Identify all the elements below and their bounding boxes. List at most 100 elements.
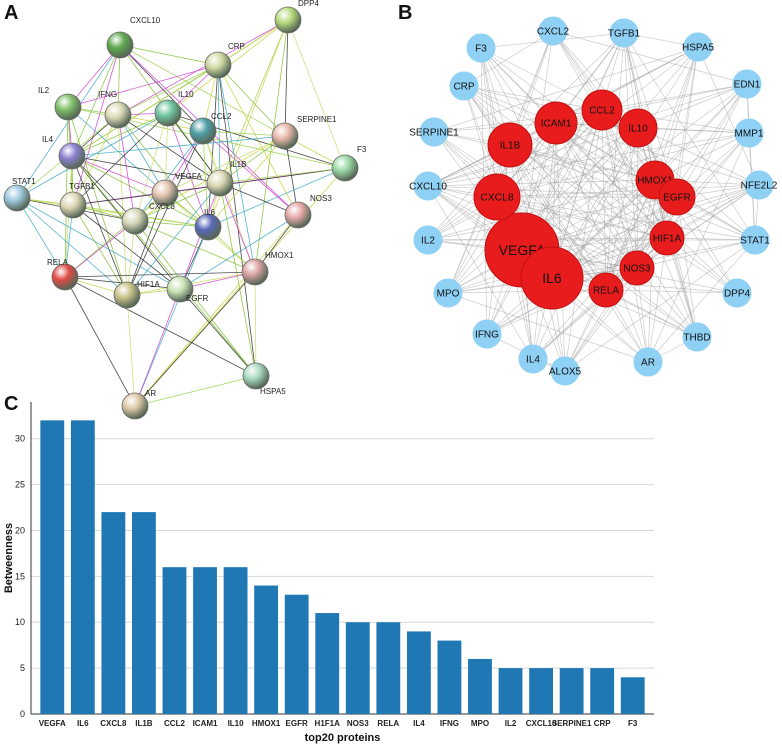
network-edge: [433, 46, 699, 133]
outer-node-label: IL2: [421, 236, 435, 247]
hub-node-label: HMOX1: [637, 176, 673, 187]
network-edge: [623, 32, 756, 241]
network-edge: [447, 292, 649, 363]
outer-node-label: TGFB1: [608, 29, 641, 40]
outer-node-label: IL4: [526, 355, 540, 366]
bar: [193, 567, 217, 714]
protein-node: [204, 51, 232, 79]
network-edge: [72, 112, 169, 206]
network-edge: [117, 114, 209, 228]
network-edge: [164, 135, 286, 194]
protein-node: [151, 179, 179, 207]
network-edge: [207, 64, 219, 228]
hub-node: [534, 101, 578, 145]
network-edge: [71, 155, 221, 184]
network-edge: [447, 144, 511, 294]
network-edge: [119, 44, 219, 66]
protein-node: [194, 213, 222, 241]
hub-node-label: IL1B: [500, 141, 521, 152]
bar: [101, 512, 126, 714]
hub-node-label: ICAM1: [541, 119, 572, 130]
network-edge: [202, 130, 209, 228]
y-tick-label: 25: [15, 480, 25, 490]
network-edge: [134, 220, 257, 377]
protein-node-label: SERPINE1: [297, 115, 337, 124]
network-edge: [72, 204, 181, 290]
network-edge: [601, 83, 748, 111]
protein-node: [59, 191, 87, 219]
network-edge: [72, 192, 166, 206]
network-edge: [71, 44, 121, 157]
protein-node-label: STAT1: [12, 177, 36, 186]
protein-node: [274, 6, 302, 34]
hub-node-label: CXCL8: [480, 193, 514, 204]
network-edge: [202, 130, 256, 273]
outer-node: [744, 170, 774, 200]
network-edge: [551, 46, 699, 279]
panel-label-b: B: [398, 2, 413, 24]
hub-node: [581, 89, 623, 131]
network-edge: [117, 114, 136, 222]
protein-node: [241, 258, 269, 286]
y-tick-label: 15: [15, 571, 25, 581]
protein-node-label: CCL2: [211, 112, 232, 121]
network-edge: [164, 167, 346, 194]
protein-node-label: HIF1A: [137, 280, 160, 289]
outer-node-label: THBD: [683, 333, 710, 344]
network-edge: [521, 46, 699, 251]
outer-node: [419, 117, 449, 147]
network-edge: [605, 32, 625, 291]
outer-node: [550, 356, 580, 386]
network-edge: [207, 167, 346, 228]
network-edge: [287, 19, 346, 169]
network-edge: [427, 127, 639, 241]
outer-node: [683, 32, 713, 62]
x-tick-label: EGFR: [286, 719, 308, 728]
protein-node-label: IL6: [204, 208, 216, 217]
network-edge: [217, 64, 256, 273]
network-edge: [134, 288, 181, 407]
network-edge: [134, 226, 209, 407]
network-edge: [463, 85, 603, 111]
x-tick-label: IL1B: [135, 719, 153, 728]
y-axis-label: Betweenness: [3, 523, 15, 593]
protein-node: [154, 99, 182, 127]
network-edge: [496, 30, 554, 198]
network-edge: [134, 182, 221, 222]
bar: [468, 658, 492, 714]
network-edge: [601, 109, 607, 291]
hub-node: [649, 220, 685, 256]
network-edge: [134, 375, 257, 407]
network-edge: [647, 132, 750, 363]
network-edge: [427, 185, 678, 198]
network-edge: [67, 44, 121, 108]
network-edge: [217, 64, 286, 137]
network-edge: [67, 106, 166, 194]
network-edge: [16, 197, 181, 290]
network-edge: [433, 131, 638, 269]
protein-node: [106, 31, 134, 59]
network-edge: [636, 46, 699, 269]
network-edge: [67, 64, 219, 108]
outer-node: [466, 33, 496, 63]
network-edge: [496, 132, 750, 198]
network-edge: [463, 30, 554, 87]
outer-node-label: MMP1: [735, 129, 764, 140]
protein-node: [121, 207, 149, 235]
protein-node: [189, 117, 217, 145]
protein-node-label: DPP4: [298, 0, 319, 8]
bar: [345, 622, 370, 714]
outer-node-label: CRP: [453, 82, 474, 93]
outer-node: [538, 16, 568, 46]
network-edge: [71, 64, 219, 157]
outer-node: [732, 69, 762, 99]
protein-node-label: IL2: [38, 86, 50, 95]
hub-node-label: EGFR: [663, 193, 691, 204]
protein-node: [271, 122, 299, 150]
outer-node-label: ALOX5: [549, 367, 582, 378]
network-edge: [605, 196, 678, 291]
outer-node-label: STAT1: [740, 236, 770, 247]
protein-node-label: IL4: [42, 135, 54, 144]
network-edge: [202, 130, 286, 137]
x-tick-label: CXCL10: [526, 719, 557, 728]
